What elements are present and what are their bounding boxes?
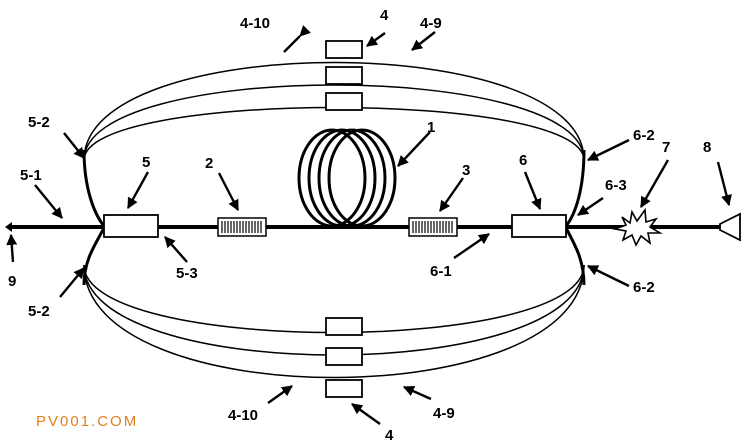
arrow-8: [716, 161, 732, 207]
modulator-bottom-group: [325, 317, 363, 398]
arrow-7: [639, 159, 670, 208]
arrow-4-top: [366, 32, 386, 47]
modulator-top-group: [325, 40, 363, 111]
label-7: 7: [662, 139, 670, 156]
arrow-1: [397, 131, 431, 167]
label-3: 3: [462, 162, 470, 179]
top-inner-loop: [83, 84, 585, 161]
modulator-box-bottom-2: [325, 347, 363, 366]
arrow-5-1: [34, 184, 63, 219]
arrow-4-10-bottom: [267, 385, 293, 404]
arrow-2: [217, 172, 240, 211]
arrow-6-3: [577, 197, 604, 216]
label-4-bottom: 4: [385, 427, 394, 444]
coupler-6-top-lead: [564, 149, 586, 227]
label-5-2-bottom: 5-2: [28, 303, 50, 320]
bottom-outer-loop: [83, 264, 585, 379]
label-2: 2: [205, 155, 213, 172]
label-6-2-top: 6-2: [633, 127, 655, 144]
arrow-5-2-bottom: [59, 267, 85, 298]
input-end-tip: [5, 222, 12, 232]
splice-burst: [611, 207, 663, 247]
label-8: 8: [703, 139, 711, 156]
label-5: 5: [142, 154, 150, 171]
bottom-inner-loop: [83, 264, 585, 356]
modulator-box-top-2: [325, 66, 363, 85]
label-6-2-bottom: 6-2: [633, 279, 655, 296]
fiber-grating-2: [217, 217, 267, 237]
arrow-5: [126, 171, 150, 209]
label-5-3: 5-3: [176, 265, 198, 282]
label-4-9-top: 4-9: [420, 15, 442, 32]
output-end-cap: [719, 212, 741, 242]
arrow-4-bottom: [351, 403, 381, 425]
arrow-6-2-bottom: [587, 264, 630, 288]
label-6: 6: [519, 152, 527, 169]
modulator-box-top-1: [325, 40, 363, 59]
arrow-4-10-top: [283, 25, 311, 53]
arrow-4-9-top: [411, 31, 436, 51]
label-5-2-top: 5-2: [28, 114, 50, 131]
arrow-5-2-top: [63, 132, 85, 159]
label-5-1: 5-1: [20, 167, 42, 184]
arrow-5-3: [164, 236, 188, 263]
coupler-6-bottom-lead: [564, 227, 586, 286]
arrow-6: [523, 171, 542, 211]
fiber-coil: [297, 128, 397, 228]
arrow-9: [6, 233, 18, 263]
fiber-grating-3: [408, 217, 458, 237]
label-4-10-top: 4-10: [240, 15, 270, 32]
modulator-box-bottom-3: [325, 379, 363, 398]
label-4-10-bottom: 4-10: [228, 407, 258, 424]
modulator-box-bottom-1: [325, 317, 363, 336]
arrow-3: [439, 177, 464, 212]
callout-arrows: [6, 25, 732, 425]
watermark-text: PV001.COM: [36, 413, 138, 430]
arrow-4-9-bottom: [402, 385, 432, 401]
label-4-top: 4: [380, 7, 389, 24]
label-6-3: 6-3: [605, 177, 627, 194]
coupler-5: [103, 214, 159, 238]
coupler-6: [511, 214, 567, 238]
label-9: 9: [8, 273, 16, 290]
coupler-5-top-lead: [82, 149, 106, 227]
arrow-6-1: [453, 233, 490, 259]
arrow-6-2-top: [587, 138, 630, 162]
top-outer-loop: [83, 61, 585, 161]
label-1: 1: [427, 119, 435, 136]
label-6-1: 6-1: [430, 263, 452, 280]
label-4-9-bottom: 4-9: [433, 405, 455, 422]
modulator-box-top-3: [325, 92, 363, 111]
